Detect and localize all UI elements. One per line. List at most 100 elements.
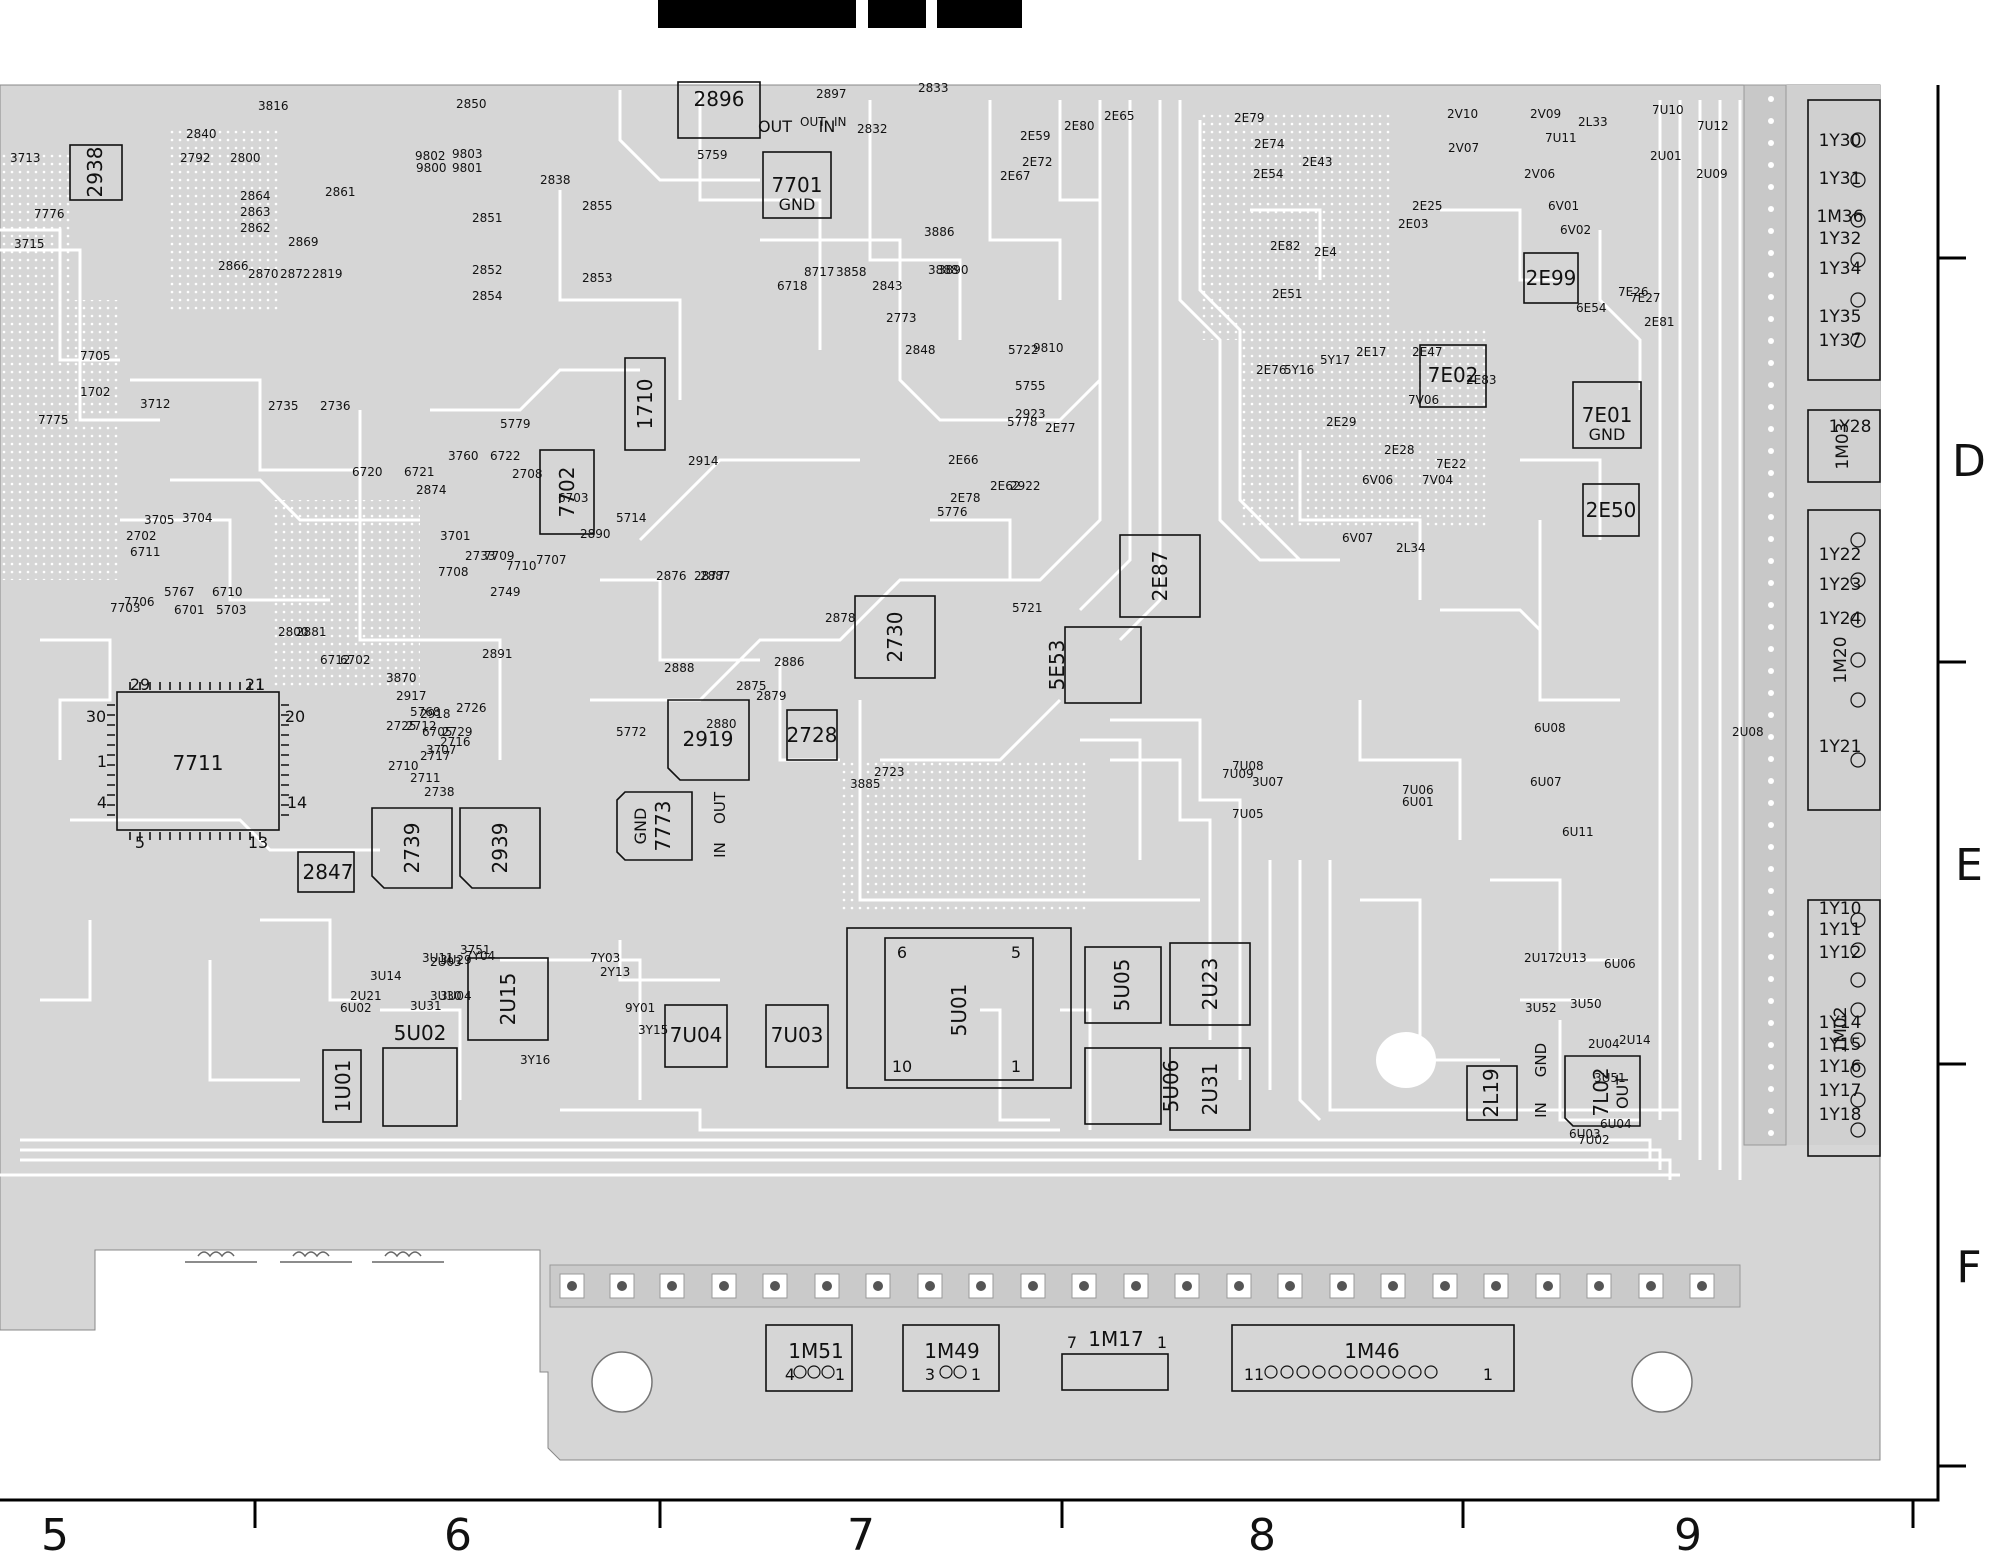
reference-designator-label: 2922 [1010,479,1041,493]
ic-7702-body [539,449,595,535]
reference-designator-label: 5721 [1012,601,1043,615]
reference-designator-label: 2U17 [1524,951,1556,965]
cap-2l19-body [1466,1065,1518,1121]
reference-designator-label: 2863 [240,205,271,219]
reference-designator-label: 2E78 [950,491,981,505]
registration-mark-left [658,0,856,28]
reference-designator-label: 6U07 [1530,775,1562,789]
reference-designator-label: 2E82 [1270,239,1301,253]
conn-1710-label: 1710 [633,379,657,430]
conn-1m02-body [1807,899,1881,1157]
reference-designator-label: 2E62 [990,479,1021,493]
reference-designator-label: 7V06 [1408,393,1439,407]
reference-designator-label: 6U11 [1562,825,1594,839]
reference-designator-label: 3858 [836,265,867,279]
cap-2e99-label: 2E99 [1526,266,1577,290]
reference-designator-label: 9803 [452,147,483,161]
conn-1y-label: 1Y30 [1819,131,1862,151]
conn-1m51-label: 1M51 [788,1339,843,1363]
conn-1y-body [1807,99,1881,381]
reference-designator-label: 2800 [278,625,309,639]
bottom-pad-row [549,1264,1741,1308]
reference-designator-label: 2832 [857,122,888,136]
reference-designator-label: 2711 [410,771,441,785]
reference-designator-label: 5767 [164,585,195,599]
reference-designator-label: 2V07 [1448,141,1479,155]
reg-7l02-in-pin: IN [1532,1102,1550,1118]
reference-designator-label: 2E79 [1234,111,1265,125]
reference-designator-label: 2851 [472,211,503,225]
reference-designator-label: 7710 [506,559,537,573]
xtal-2938-body [69,144,123,201]
reference-designator-label: 2E66 [948,453,979,467]
reg-7l02-sublabel: OUT [1613,1075,1632,1109]
cap-2728-label: 2728 [787,723,838,747]
conn-1m17-pin: 7 [1067,1333,1077,1352]
reference-designator-label: 6712 [320,653,351,667]
reference-designator-label: 2E83 [1466,373,1497,387]
reference-designator-label: 2840 [186,127,217,141]
reference-designator-label: 5779 [500,417,531,431]
ic-5u02-label: 5U02 [394,1021,447,1045]
ic-1u01-label: 1U01 [331,1060,355,1113]
reference-designator-label: 3886 [924,225,955,239]
grid-column-label: 9 [1674,1510,1702,1555]
reference-designator-label: 5755 [1015,379,1046,393]
cap-5u06-label: 5U06 [1159,1060,1183,1113]
cap-2919-label: 2919 [683,727,734,751]
reference-designator-label: 5714 [616,511,647,525]
reg-7773-in-pin: IN [711,842,729,858]
reference-designator-label: 2725 [386,719,417,733]
shield-clips [185,1251,444,1263]
reg-7773-label: 7773 [651,801,675,852]
reference-designator-label: 6720 [352,465,383,479]
reg-7l02-body [1564,1055,1641,1127]
reference-designator-label: 6721 [404,465,435,479]
reference-designator-label: 2850 [456,97,487,111]
reference-designator-label: 2800 [230,151,261,165]
reference-designator-label: 2U04 [1588,1037,1620,1051]
coil-5u01-pin: 6 [897,943,907,962]
reference-designator-label: 2Y13 [600,965,630,979]
reference-designator-label: 6V06 [1362,473,1393,487]
reference-designator-label: 3U14 [370,969,402,983]
reg-7701-label: 7701 [772,173,823,197]
reference-designator-label: 9Y01 [625,1001,655,1015]
conn-1y-label: 1Y32 [1819,229,1862,249]
reference-designator-label: 3U07 [1252,775,1284,789]
reference-designator-label: 2878 [825,611,856,625]
reference-designator-label: 2E54 [1253,167,1284,181]
reference-designator-label: 2853 [582,271,613,285]
registration-mark-middle [868,0,926,28]
reference-designator-label: 5759 [697,148,728,162]
reference-designator-label: 2838 [540,173,571,187]
xtal-2938-label: 2938 [83,147,107,198]
conn-1m02-label: 1Y15 [1819,1035,1862,1055]
conn-1m49-label: 1M49 [924,1339,979,1363]
reference-designator-label: 2E81 [1644,315,1675,329]
ic-7711-pin: 29 [130,675,150,694]
reference-designator-label: 2875 [736,679,767,693]
reference-designator-label: 7U08 [1232,759,1264,773]
reference-designator-label: 2V10 [1447,107,1478,121]
reference-designator-label: 5722 [1008,343,1039,357]
ic-7711-pin: 14 [287,793,307,812]
cap-5u05-label: 5U05 [1110,959,1134,1012]
cap-2939-body [459,807,541,889]
reference-designator-label: 7U11 [1545,131,1577,145]
reference-designator-label: 2888 [664,661,695,675]
reference-designator-label: 2891 [482,647,513,661]
reference-designator-label: 3U11 [422,951,454,965]
conn-1m02-label: 1Y16 [1819,1057,1862,1077]
reference-designator-label: 2E76 [1256,363,1287,377]
coil-5u01-pin: 10 [892,1057,912,1076]
ic-7711-pin: 21 [245,675,265,694]
ic-7711-pin: 13 [248,833,268,852]
cap-2u31-body [1169,1047,1251,1131]
reference-designator-label: 9800 [416,161,447,175]
reference-designator-label: 2E25 [1412,199,1443,213]
cap-2739-label: 2739 [400,823,424,874]
conn-1m03-body [1807,409,1881,483]
reference-designator-label: 3U31 [410,999,442,1013]
